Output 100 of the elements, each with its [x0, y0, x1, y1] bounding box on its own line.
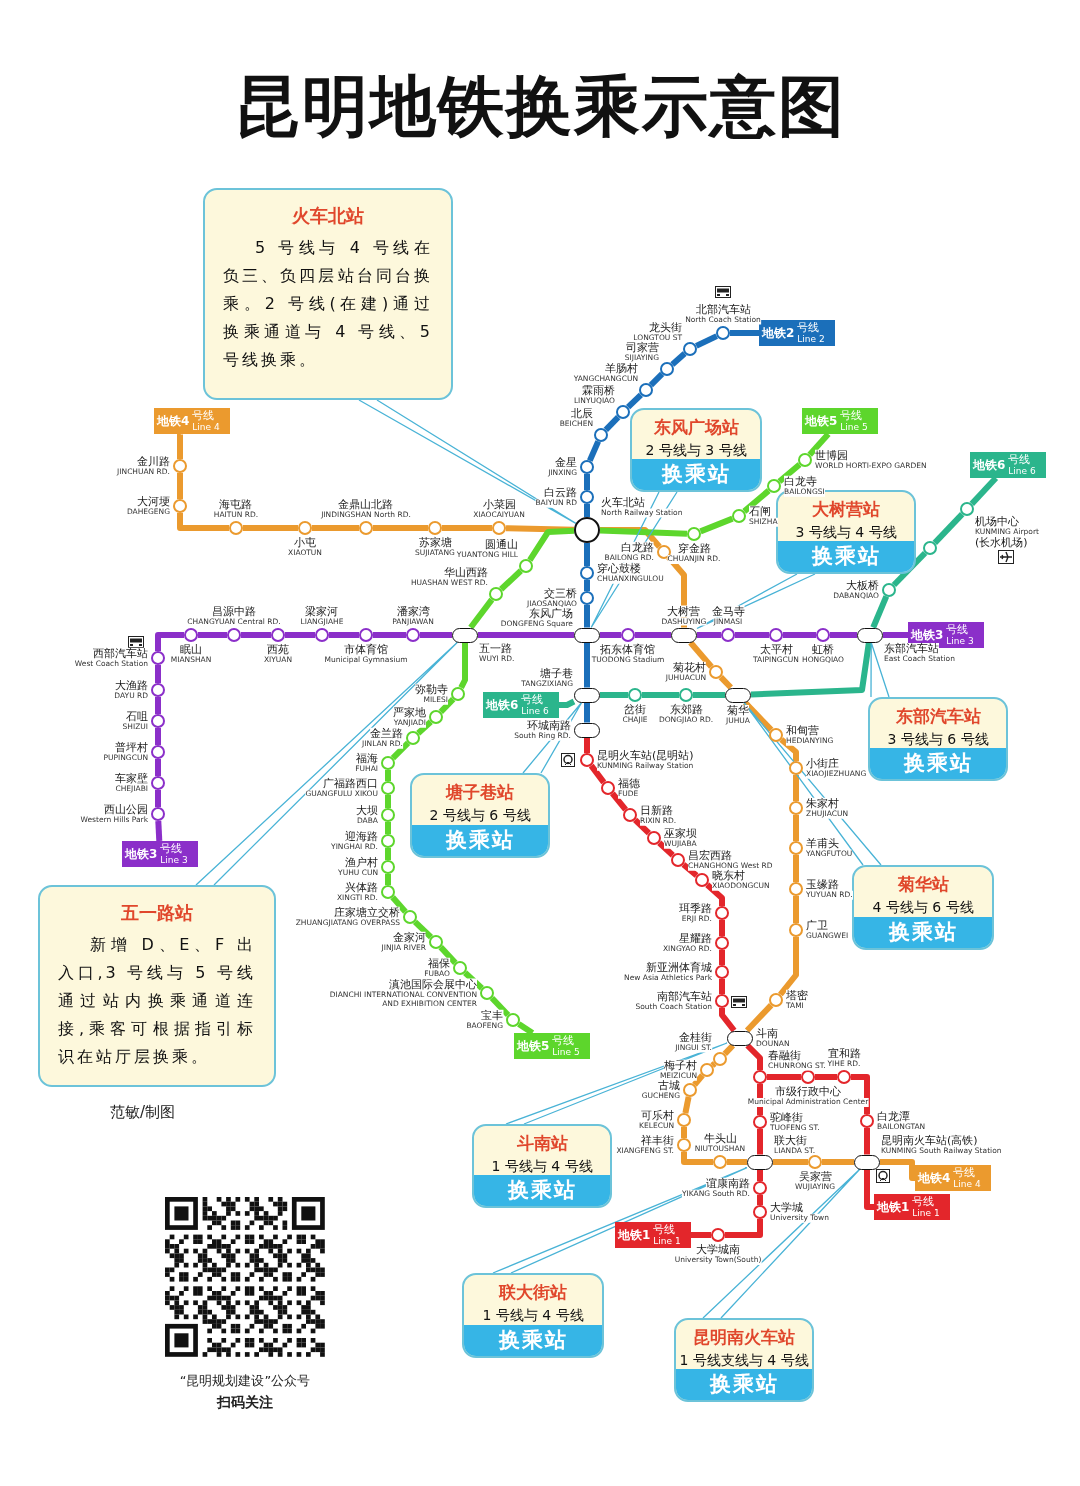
callout-box	[203, 188, 453, 400]
metro-line	[584, 702, 590, 723]
station-name: 潘家湾	[396, 605, 430, 618]
station-circle	[451, 687, 465, 701]
metro-line	[742, 700, 774, 732]
metro-line	[478, 632, 574, 638]
station-name: 驼峰街	[770, 1111, 803, 1124]
metro-line	[329, 632, 359, 638]
metro-line	[587, 440, 601, 462]
station-circle	[639, 383, 653, 397]
metro-line	[155, 728, 161, 745]
station-circle	[713, 1155, 727, 1169]
callout-title: 火车北站	[291, 204, 365, 228]
metro-line	[648, 371, 665, 388]
station-name: 世博园	[815, 449, 848, 462]
station-circle	[716, 326, 730, 340]
station-name: 拓东体育馆	[600, 644, 656, 656]
station-name: 市体育馆	[344, 644, 388, 656]
station-circle	[621, 628, 635, 642]
line-caption: 号线	[192, 410, 216, 422]
station-circle	[381, 885, 395, 899]
line-number: 地铁4	[157, 414, 190, 428]
metro-line	[584, 504, 590, 517]
metro-line	[420, 632, 452, 638]
station-name: 古城	[658, 1079, 680, 1092]
station-circle	[580, 490, 594, 504]
metro-line	[757, 1129, 763, 1155]
station-name: 滇池国际会展中心	[389, 978, 477, 991]
line-number: 地铁5	[805, 414, 838, 428]
station-name: 白龙寺	[784, 475, 817, 488]
station-name: 塔密	[786, 989, 808, 1002]
station-name: 日新路	[640, 804, 673, 817]
metro-line	[757, 1169, 763, 1181]
metro-line	[584, 474, 590, 490]
station-name: 巫家坝	[664, 827, 697, 840]
station-circle	[453, 961, 467, 975]
station-circle	[767, 479, 781, 493]
station-circle	[798, 453, 812, 467]
metro-line	[600, 527, 662, 549]
callout-title: 菊华站	[896, 873, 950, 896]
interchange-marker	[727, 1030, 753, 1046]
callout-text: 3 号线与 4 号线	[794, 524, 898, 542]
station-name: 金兰路	[370, 727, 403, 740]
metro-line	[778, 937, 799, 997]
station-name: 牛头山	[703, 1132, 737, 1145]
station-circle	[580, 566, 594, 580]
station-name: 穿心鼓楼	[597, 562, 641, 575]
callout-text: 新增 D、E、F 出入口,3 号线与 5 号线通过站内换乘通道连接,乘客可根据指引标识在站厅层换乘。	[58, 934, 256, 1068]
metro-line	[880, 1159, 915, 1181]
metro-line	[489, 995, 511, 1018]
station-circle	[381, 860, 395, 874]
line-badge	[514, 1033, 590, 1059]
metro-line	[177, 473, 183, 499]
station-name: 春融街	[768, 1049, 801, 1062]
station-circle	[789, 841, 803, 855]
metro-line	[691, 1232, 711, 1238]
metro-line	[864, 1169, 874, 1210]
line-caption: 号线	[840, 410, 864, 422]
callout-box	[472, 1124, 612, 1208]
station-name: 菊华	[727, 704, 749, 717]
station-circle	[480, 986, 494, 1000]
station-circle	[753, 1115, 767, 1129]
station-name: 小街庄	[806, 757, 839, 770]
station-circle	[173, 459, 187, 473]
station-circle	[229, 521, 243, 535]
station-circle	[960, 502, 974, 516]
metro-line	[767, 1074, 801, 1080]
station-circle	[151, 651, 165, 665]
metro-line	[719, 950, 725, 965]
station-name: 金星	[555, 456, 577, 469]
station-name: 眠山	[180, 644, 202, 656]
line-number: 地铁4	[918, 1171, 951, 1185]
line-number: 地铁3	[125, 847, 158, 861]
station-name: 玉缘路	[806, 878, 839, 891]
metro-line	[822, 1159, 854, 1165]
metro-line	[705, 882, 725, 906]
metro-line	[285, 632, 315, 638]
metro-line	[932, 512, 965, 545]
metro-line	[412, 919, 434, 940]
line-caption: 号线	[946, 624, 970, 636]
metro-line	[793, 815, 799, 841]
station-name: 大坝	[356, 804, 378, 817]
station-circle	[151, 683, 165, 697]
station-circle	[677, 1138, 691, 1152]
metro-line	[603, 415, 621, 432]
station-circle	[753, 1205, 767, 1219]
metro-line	[670, 351, 687, 367]
callout-title: 塘子巷站	[444, 781, 515, 804]
metro-line	[610, 791, 628, 812]
station-name: 普坪村	[115, 741, 148, 754]
metro-line	[745, 1043, 763, 1070]
station-name: 穿金路	[677, 543, 711, 555]
metro-line	[458, 642, 468, 690]
metro-line	[390, 895, 408, 914]
metro-line	[719, 979, 725, 994]
line-number: 地铁6	[973, 458, 1006, 472]
interchange-marker	[574, 687, 600, 703]
metro-line	[657, 840, 675, 858]
callout-text: 4 号线与 6 号线	[871, 899, 975, 917]
metro-line	[373, 632, 406, 638]
